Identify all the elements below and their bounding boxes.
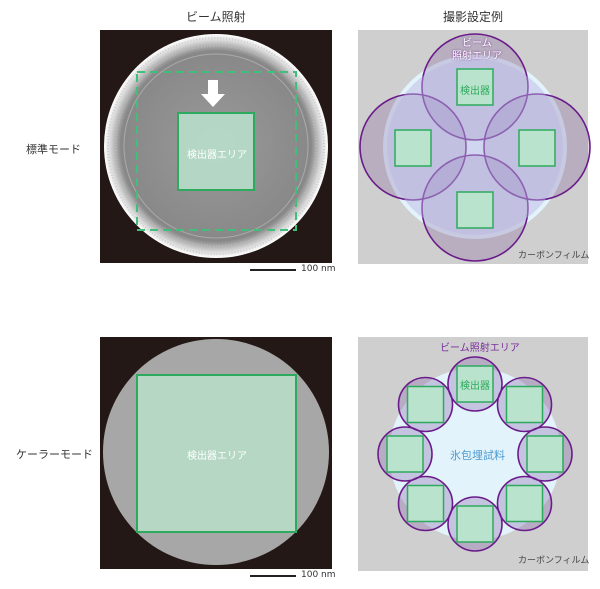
carbon-film-label: カーボンフィルム <box>518 251 590 261</box>
scale-label: 100 nm <box>301 264 336 274</box>
detector-square <box>386 435 424 473</box>
standard-beam-image <box>100 30 332 263</box>
column-title-example: 撮影設定例 <box>443 10 504 24</box>
detector-area-label: 検出器エリア <box>187 150 247 161</box>
detector-square <box>526 435 564 473</box>
kaehler-example-diagram <box>358 337 588 571</box>
scale-bar <box>250 575 296 577</box>
detector-square <box>406 385 445 424</box>
detector-area <box>177 112 255 191</box>
beam-area-label: ビーム照射エリア <box>440 343 520 354</box>
detector-square <box>505 385 544 424</box>
detector-label: 検出器 <box>460 381 490 392</box>
detector-area <box>136 374 297 533</box>
beam-area-label-2: 照射エリア <box>452 51 502 62</box>
detector-square <box>406 484 445 523</box>
row-label-standard: 標準モード <box>26 143 81 156</box>
row-label-kaehler: ケーラーモード <box>16 448 93 461</box>
detector-square <box>456 505 494 543</box>
detector-square <box>456 365 494 403</box>
beam-area-dashed <box>136 71 297 231</box>
detector-area-label: 検出器エリア <box>187 451 247 462</box>
ice-sample-label: 氷包埋試料 <box>450 449 505 462</box>
detector-label: 検出器 <box>460 86 490 97</box>
scale-label: 100 nm <box>301 570 336 580</box>
column-title-beam: ビーム照射 <box>186 10 246 24</box>
detector-square <box>505 484 544 523</box>
kaehler-beam-image <box>100 337 332 569</box>
arrow-down-icon <box>201 80 225 107</box>
standard-example-diagram <box>358 30 591 264</box>
beam-area-label-1: ビーム <box>462 38 492 49</box>
scale-bar <box>250 269 296 271</box>
carbon-film-label: カーボンフィルム <box>518 556 590 566</box>
